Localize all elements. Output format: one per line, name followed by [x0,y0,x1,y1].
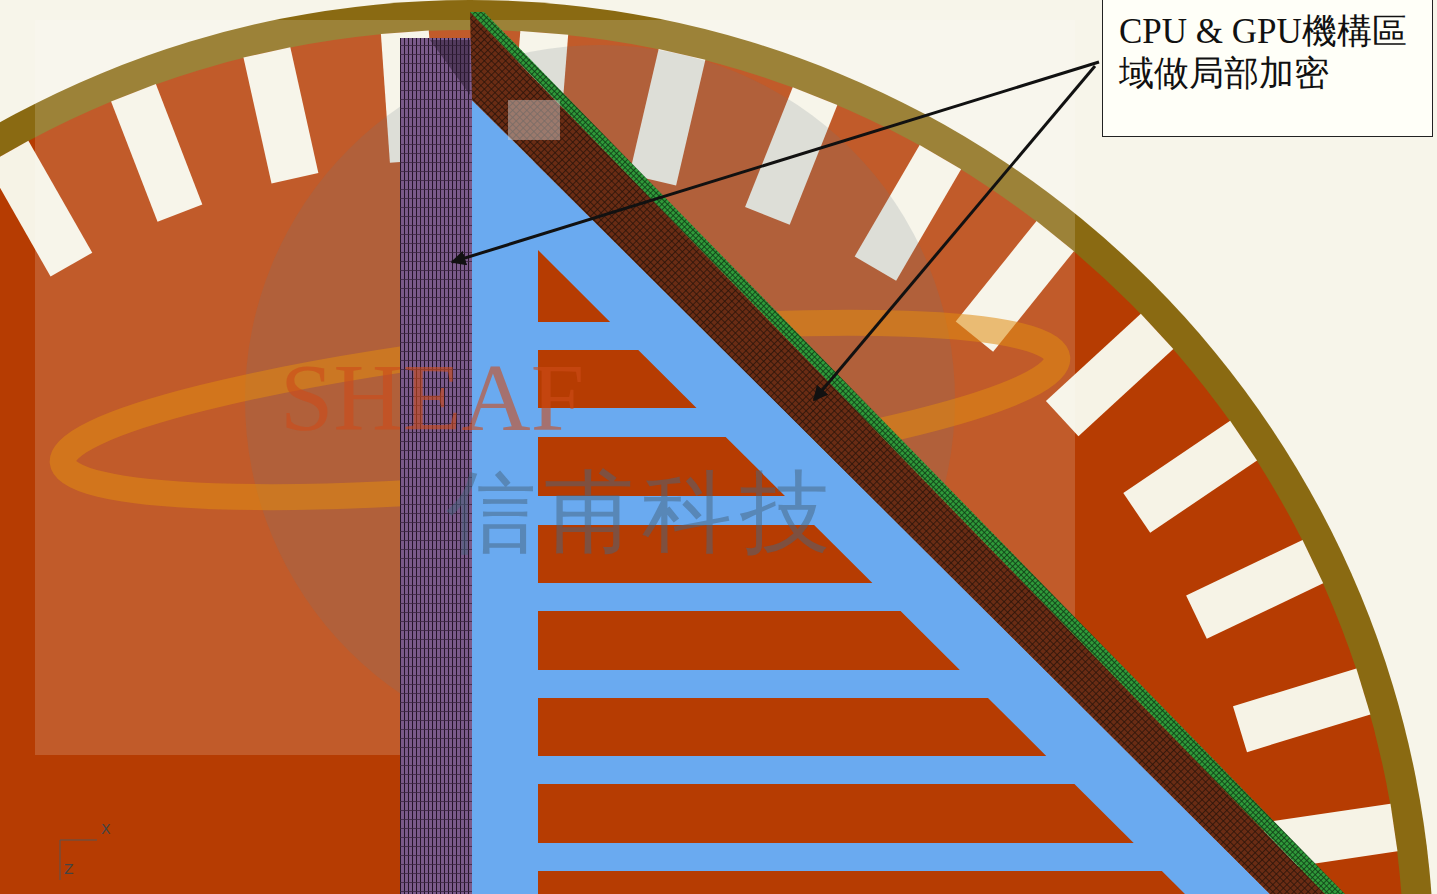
axis-label: X [101,822,111,837]
axis-label: Z [64,862,74,877]
watermark-text: 信甫科技 [446,462,838,561]
watermark-text: SHEAF [280,345,584,451]
callout-text: CPU & GPU機構區 域做局部加密 [1119,11,1419,95]
callout-box: CPU & GPU機構區 域做局部加密 [1102,0,1433,137]
